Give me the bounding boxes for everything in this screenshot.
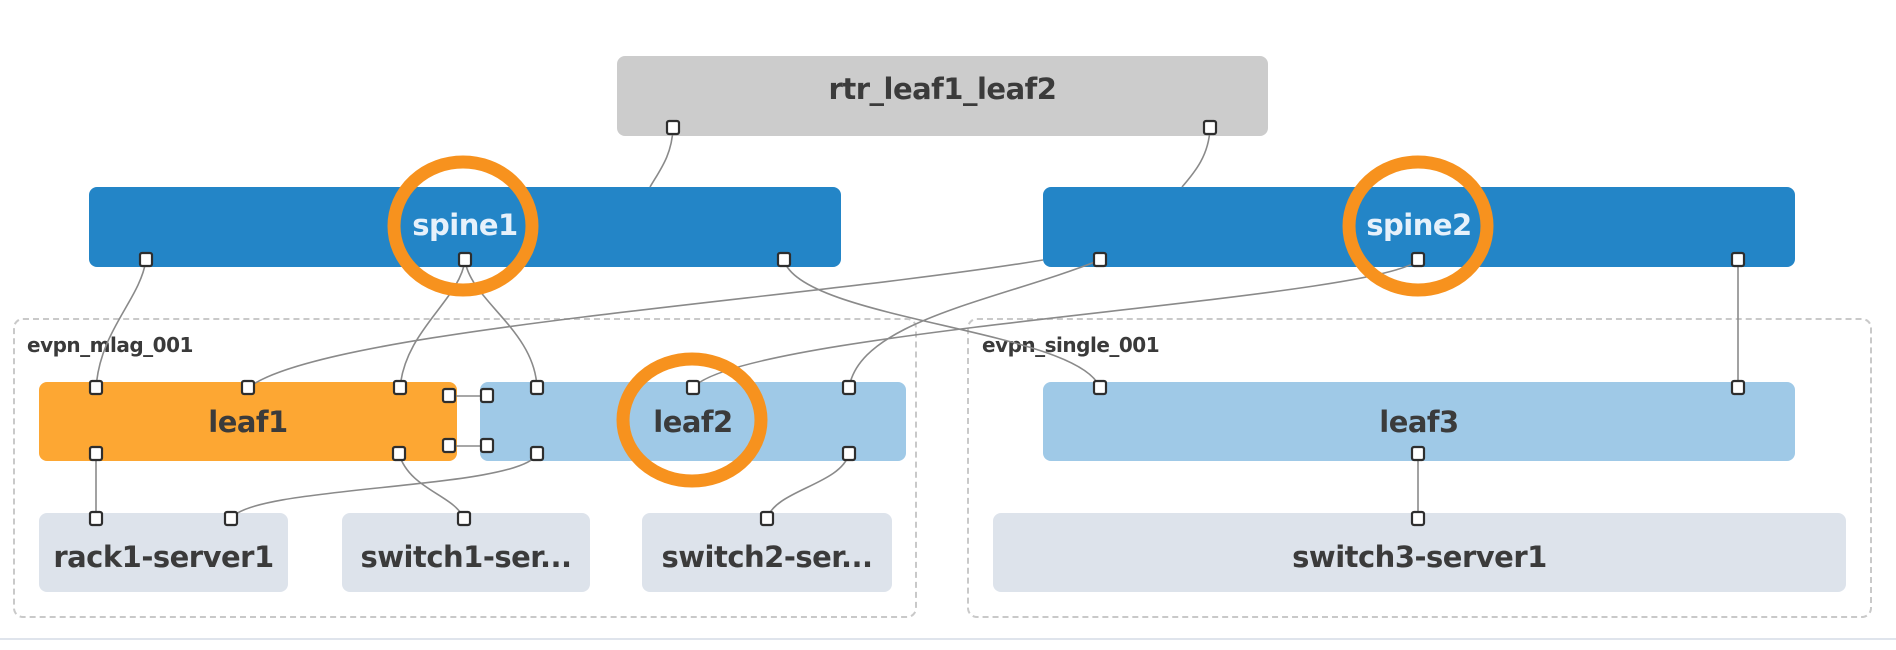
group-evpn-single-001[interactable] — [967, 318, 1872, 618]
node-rack1-server1[interactable]: rack1-server1 — [39, 513, 288, 592]
link-spine1-leaf2[interactable] — [464, 259, 538, 389]
port-icon[interactable] — [138, 251, 154, 268]
highlight-ring-spine2 — [1342, 155, 1494, 297]
node-switch2-server1[interactable]: switch2-ser... — [642, 513, 892, 592]
highlight-ring-leaf2 — [616, 352, 768, 488]
node-label: leaf3 — [1379, 404, 1459, 439]
port-icon[interactable] — [456, 510, 472, 527]
port-icon[interactable] — [1202, 119, 1218, 136]
link-spine1-leaf1-b[interactable] — [399, 259, 466, 389]
node-label: rack1-server1 — [53, 539, 274, 574]
port-icon[interactable] — [529, 379, 545, 396]
link-leaf2-switch2[interactable] — [766, 453, 850, 520]
port-icon[interactable] — [1730, 379, 1746, 396]
group-evpn-mlag-001[interactable] — [13, 318, 917, 618]
port-icon[interactable] — [479, 387, 495, 404]
port-icon[interactable] — [240, 379, 256, 396]
link-spine2-leaf1[interactable] — [247, 259, 1044, 389]
node-label: leaf2 — [653, 404, 733, 439]
port-icon[interactable] — [665, 119, 681, 136]
link-spine1-leaf3[interactable] — [783, 259, 1101, 389]
port-icon[interactable] — [1092, 379, 1108, 396]
node-label: switch2-ser... — [661, 539, 873, 574]
port-icon[interactable] — [1410, 510, 1426, 527]
port-icon[interactable] — [441, 387, 457, 404]
port-icon[interactable] — [441, 437, 457, 454]
node-label: spine1 — [412, 208, 518, 242]
port-icon[interactable] — [841, 379, 857, 396]
node-label: rtr_leaf1_leaf2 — [828, 72, 1057, 106]
node-label: leaf1 — [208, 404, 288, 439]
port-icon[interactable] — [776, 251, 792, 268]
node-label: spine2 — [1366, 208, 1472, 242]
node-leaf1[interactable]: leaf1 — [39, 382, 457, 461]
node-switch3-server1[interactable]: switch3-server1 — [993, 513, 1846, 592]
link-rtr-spine1[interactable] — [649, 127, 674, 188]
port-icon[interactable] — [88, 379, 104, 396]
link-leaf1-switch1[interactable] — [398, 453, 465, 520]
port-icon[interactable] — [1410, 445, 1426, 462]
port-icon[interactable] — [391, 445, 407, 462]
port-icon[interactable] — [457, 251, 473, 268]
group-label-evpn-single-001: evpn_single_001 — [982, 333, 1160, 357]
node-label: switch1-ser... — [360, 539, 572, 574]
highlight-ring-spine1 — [387, 155, 539, 297]
link-spine2-leaf2-a[interactable] — [848, 259, 1101, 389]
link-spine2-leaf2-b[interactable] — [692, 259, 1419, 389]
port-icon[interactable] — [1092, 251, 1108, 268]
link-rtr-spine2[interactable] — [1181, 127, 1211, 188]
port-icon[interactable] — [841, 445, 857, 462]
link-leaf2-rack1[interactable] — [230, 453, 538, 520]
port-icon[interactable] — [1410, 251, 1426, 268]
link-spine1-leaf1-a[interactable] — [95, 259, 147, 389]
port-icon[interactable] — [88, 445, 104, 462]
port-icon[interactable] — [759, 510, 775, 527]
port-icon[interactable] — [392, 379, 408, 396]
port-icon[interactable] — [88, 510, 104, 527]
bottom-divider — [0, 638, 1896, 640]
node-leaf2[interactable]: leaf2 — [480, 382, 906, 461]
port-icon[interactable] — [685, 379, 701, 396]
port-icon[interactable] — [479, 437, 495, 454]
port-icon[interactable] — [223, 510, 239, 527]
port-icon[interactable] — [1730, 251, 1746, 268]
node-switch1-server1[interactable]: switch1-ser... — [342, 513, 590, 592]
port-icon[interactable] — [529, 445, 545, 462]
node-label: switch3-server1 — [1292, 539, 1547, 574]
node-rtr-leaf1-leaf2[interactable]: rtr_leaf1_leaf2 — [617, 56, 1268, 136]
